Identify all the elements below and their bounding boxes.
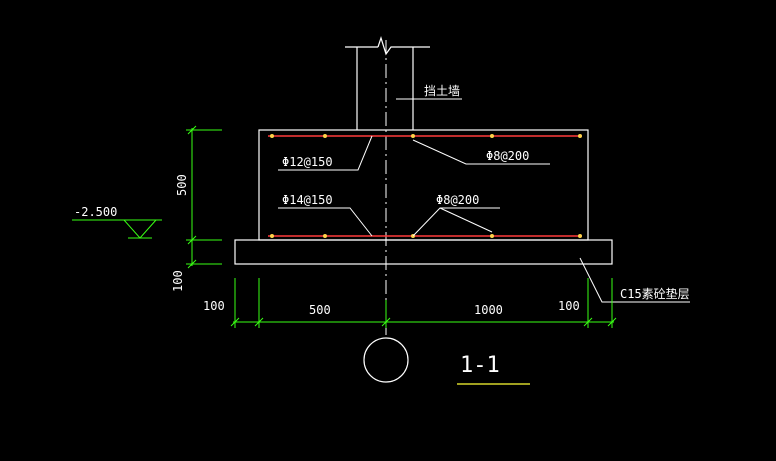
cushion-layer (234, 239, 613, 265)
dim-height: 500 (175, 174, 189, 196)
vertical-dimension (186, 125, 222, 269)
bottom-right-leader-diag (439, 207, 493, 233)
dim-cushion-thickness: 100 (171, 270, 185, 292)
rebar-dots (270, 134, 582, 238)
dim-left-offset: 100 (203, 299, 225, 313)
cushion-leader (579, 257, 690, 303)
dim-right-offset: 100 (558, 299, 580, 313)
rebar-dot (490, 134, 494, 138)
section-title: 1-1 (460, 353, 500, 378)
dim-left-width: 500 (309, 303, 331, 317)
top-rebar-right-label: Φ8@200 (486, 149, 529, 163)
rebar-dot (270, 134, 274, 138)
rebar-dot (323, 234, 327, 238)
elevation-label: -2.500 (74, 205, 117, 219)
top-left-leader (278, 135, 373, 171)
rebar-dot (411, 134, 415, 138)
elevation-mark (72, 219, 162, 239)
dim-right-width: 1000 (474, 303, 503, 317)
cushion-label: C15素砼垫层 (620, 286, 690, 301)
bottom-left-leader (278, 207, 373, 237)
top-right-leader (412, 139, 550, 165)
rebar-dot (270, 234, 274, 238)
leader-lines (278, 98, 690, 303)
bottom-rebar-left-label: Φ14@150 (282, 193, 333, 207)
horizontal-dimension (230, 278, 617, 328)
rebar-dot (490, 234, 494, 238)
top-rebar-left-label: Φ12@150 (282, 155, 333, 169)
rebar-dot (323, 134, 327, 138)
axis-bubble (363, 337, 409, 383)
wall-label: 挡土墙 (424, 84, 460, 98)
rebar-dot (578, 134, 582, 138)
bottom-rebar-right-label: Φ8@200 (436, 193, 479, 207)
rebar-dot (578, 234, 582, 238)
